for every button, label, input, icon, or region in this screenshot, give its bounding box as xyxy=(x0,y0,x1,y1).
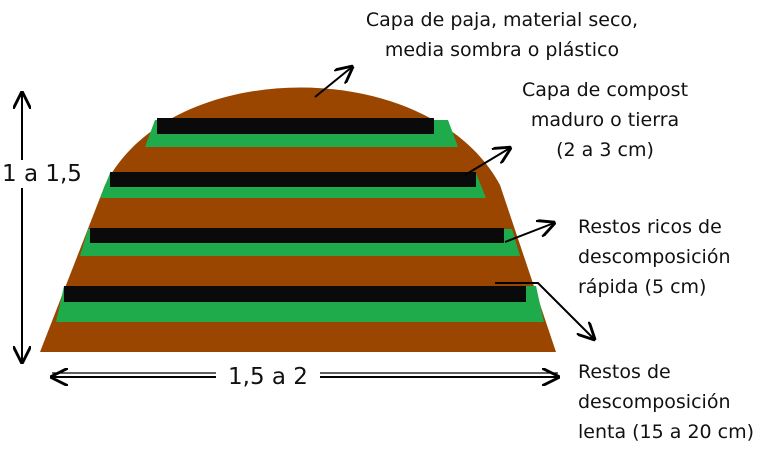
label-slow: Restos de descomposición lenta (15 a 20 … xyxy=(578,357,754,447)
label-compost: Capa de compost maduro o tierra (2 a 3 c… xyxy=(505,75,705,165)
layer-1 xyxy=(145,118,458,147)
label-rich-line2: descomposición xyxy=(578,246,731,268)
height-label: 1 a 1,5 xyxy=(2,160,82,188)
layer-4 xyxy=(56,286,544,322)
label-slow-line1: Restos de xyxy=(578,361,671,383)
label-slow-line3: lenta (15 a 20 cm) xyxy=(578,421,755,443)
compost-pile xyxy=(40,87,556,352)
label-slow-line2: descomposición xyxy=(578,391,731,413)
label-top-cover-line1: Capa de paja, material seco, xyxy=(365,9,639,31)
pointer-arrow-slow xyxy=(495,282,594,339)
label-top-cover: Capa de paja, material seco, media sombr… xyxy=(362,5,642,65)
layer-3 xyxy=(80,228,520,256)
label-top-cover-line2: media sombra o plástico xyxy=(384,39,620,61)
label-rich-line3: rápida (5 cm) xyxy=(578,276,707,298)
label-compost-line2: maduro o tierra xyxy=(530,109,680,131)
layer-2 xyxy=(100,172,486,198)
label-rich-line1: Restos ricos de xyxy=(578,216,722,238)
width-label: 1,5 a 2 xyxy=(216,363,320,391)
pointer-arrow-rich xyxy=(504,223,554,243)
label-rich: Restos ricos de descomposición rápida (5… xyxy=(578,212,730,302)
pointer-arrow-top-cover xyxy=(314,67,352,98)
pointer-arrow-compost xyxy=(464,148,510,176)
label-compost-line1: Capa de compost xyxy=(521,79,689,101)
label-compost-line3: (2 a 3 cm) xyxy=(556,139,654,161)
